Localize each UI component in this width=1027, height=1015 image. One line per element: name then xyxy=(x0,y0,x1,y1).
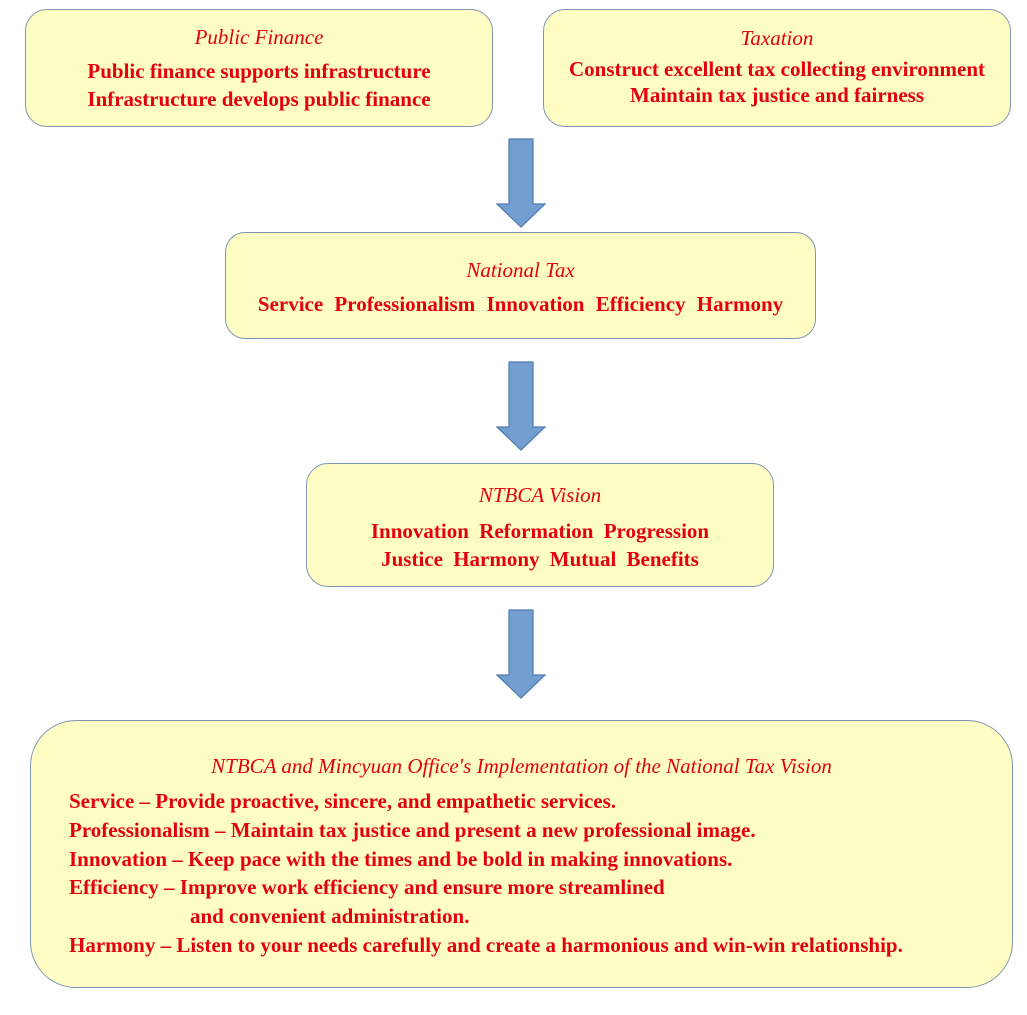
public-finance-line-1: Public finance supports infrastructure xyxy=(87,59,431,83)
ntbca-vision-box: NTBCA Vision Innovation Reformation Prog… xyxy=(306,463,774,587)
implementation-professionalism: Professionalism – Maintain tax justice a… xyxy=(69,817,756,842)
implementation-efficiency: Efficiency – Improve work efficiency and… xyxy=(69,875,665,900)
public-finance-line-2: Infrastructure develops public finance xyxy=(87,87,431,111)
implementation-innovation: Innovation – Keep pace with the times an… xyxy=(69,846,733,871)
implementation-efficiency-continued: and convenient administration. xyxy=(190,904,470,929)
taxation-line-1: Construct excellent tax collecting envir… xyxy=(568,57,986,81)
down-arrow-icon xyxy=(496,361,546,451)
taxation-title: Taxation xyxy=(740,26,814,50)
taxation-box: Taxation Construct excellent tax collect… xyxy=(543,9,1011,127)
implementation-service: Service – Provide proactive, sincere, an… xyxy=(69,789,617,813)
public-finance-box: Public Finance Public finance supports i… xyxy=(25,9,493,127)
national-tax-box: National Tax Service Professionalism Inn… xyxy=(225,232,816,339)
public-finance-title: Public Finance xyxy=(194,25,324,49)
national-tax-title: National Tax xyxy=(466,258,575,282)
ntbca-vision-line-2: Justice Harmony Mutual Benefits xyxy=(381,547,699,571)
implementation-title: NTBCA and Mincyuan Office's Implementati… xyxy=(211,754,832,778)
ntbca-vision-title: NTBCA Vision xyxy=(478,483,602,507)
down-arrow-icon xyxy=(496,609,546,699)
taxation-line-2: Maintain tax justice and fairness xyxy=(630,83,924,107)
national-tax-values: Service Professionalism Innovation Effic… xyxy=(257,292,784,316)
down-arrow-icon xyxy=(496,138,546,228)
implementation-box: NTBCA and Mincyuan Office's Implementati… xyxy=(30,720,1013,988)
implementation-harmony: Harmony – Listen to your needs carefully… xyxy=(69,932,903,957)
ntbca-vision-line-1: Innovation Reformation Progression xyxy=(370,519,710,543)
